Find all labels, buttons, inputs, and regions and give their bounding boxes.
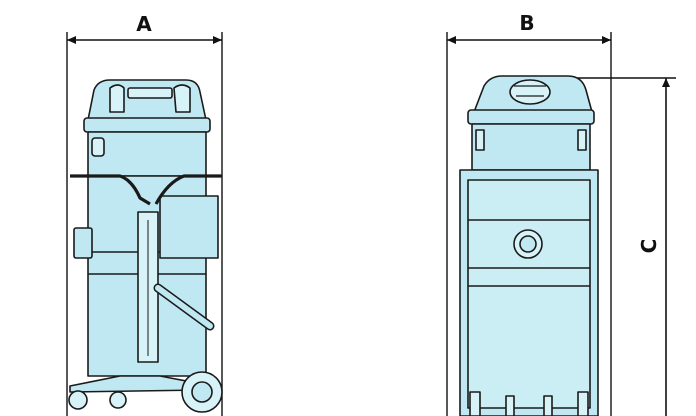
dimension-a-label: A — [136, 12, 152, 36]
dimension-a: A — [66, 12, 223, 416]
dimension-b-label: B — [519, 11, 534, 35]
dimension-b: B — [446, 11, 612, 416]
vacuum-side-view — [68, 79, 223, 413]
dimension-c: C — [575, 77, 676, 416]
dimension-c-label: C — [637, 239, 661, 254]
vacuum-front-view — [459, 75, 599, 416]
